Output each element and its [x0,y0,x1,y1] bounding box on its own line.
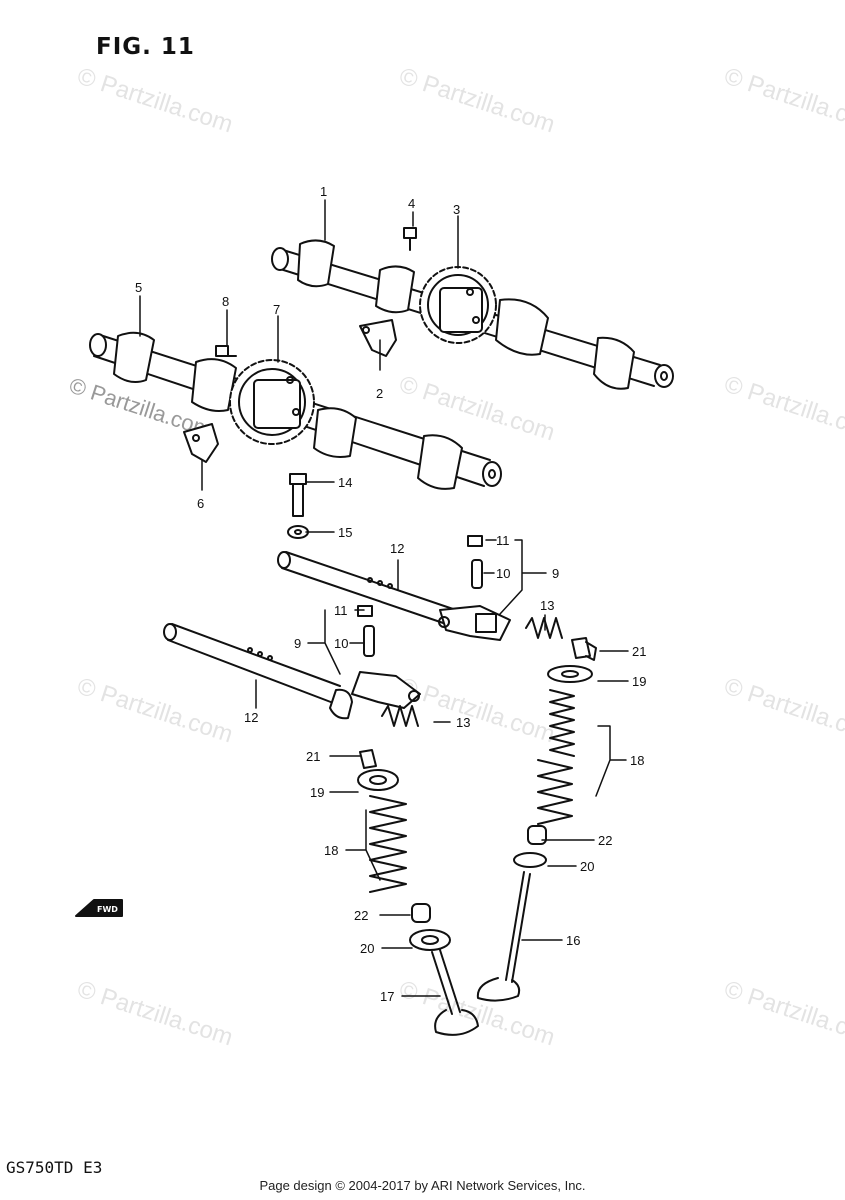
rocker-arm-lower[interactable] [351,671,421,709]
spring-seat-20-left[interactable] [409,929,451,951]
callout-15: 15 [338,525,352,540]
valve-cotter-21-lower[interactable] [359,749,377,769]
callout-9-lower: 9 [294,636,301,651]
cam-sprocket-upper[interactable] [419,266,497,344]
callout-16: 16 [566,933,580,948]
adjuster-screw-10-upper[interactable] [471,559,483,589]
bolt-8[interactable] [215,345,237,357]
callout-20-left: 20 [360,941,374,956]
exhaust-valve-16[interactable] [476,871,531,1002]
camshaft-upper[interactable] [271,239,674,390]
callout-21-left: 21 [306,749,320,764]
callout-7: 7 [273,302,280,317]
callout-13-upper: 13 [540,598,554,613]
callout-4: 4 [408,196,415,211]
callout-22-left: 22 [354,908,368,923]
callout-3: 3 [453,202,460,217]
camshaft-lower[interactable] [89,331,502,490]
valve-cotter-21-upper[interactable] [571,637,597,661]
callout-5: 5 [135,280,142,295]
washer-15[interactable] [287,525,309,539]
callout-9-upper: 9 [552,566,559,581]
rocker-spring-13-upper[interactable] [525,617,563,639]
rocker-shaft-12-lower[interactable] [163,623,353,720]
rocker-shaft-bolt-14[interactable] [289,473,307,517]
callout-13-lower: 13 [456,715,470,730]
valve-stem-seal-22-left[interactable] [411,903,431,923]
page-footer: Page design © 2004-2017 by ARI Network S… [259,1178,586,1193]
callout-21-right: 21 [632,644,646,659]
adjuster-screw-10-lower[interactable] [363,625,375,657]
figure-title: FIG. 11 [96,34,195,60]
valve-springs-18-left[interactable] [369,795,407,893]
cam-sprocket-lower[interactable] [229,359,315,445]
lock-nut-11-lower[interactable] [357,605,373,617]
spring-seat-20-right[interactable] [513,852,547,868]
callout-14: 14 [338,475,352,490]
callout-12-lower: 12 [244,710,258,725]
lock-nut-11-upper[interactable] [467,535,483,547]
spring-retainer-19-right[interactable] [547,665,593,683]
model-code: GS750TD E3 [6,1158,103,1177]
callout-10-lower: 10 [334,636,348,651]
callout-19-left: 19 [310,785,324,800]
rocker-arm-upper[interactable] [438,605,511,641]
callout-2: 2 [376,386,383,401]
callout-18-right: 18 [630,753,644,768]
forward-direction-arrow [75,899,123,917]
callout-6: 6 [197,496,204,511]
rocker-shaft-12-upper[interactable] [277,551,457,627]
callout-1: 1 [320,184,327,199]
spring-retainer-19-left[interactable] [357,769,399,791]
callout-11-lower: 11 [334,603,348,618]
callout-11-upper: 11 [496,533,510,548]
valve-springs-18-right[interactable] [537,689,575,825]
callout-17: 17 [380,989,394,1004]
callout-10-upper: 10 [496,566,510,581]
chain-guide-plate-6[interactable] [183,423,219,463]
callout-20-right: 20 [580,859,594,874]
valve-stem-seal-22-right[interactable] [527,825,547,845]
chain-guide-plate-2[interactable] [359,319,397,357]
callout-8: 8 [222,294,229,309]
callout-19-right: 19 [632,674,646,689]
callout-22-right: 22 [598,833,612,848]
callout-12-upper: 12 [390,541,404,556]
bolt-4[interactable] [403,227,417,251]
intake-valve-17[interactable] [431,949,479,1036]
rocker-spring-13-lower[interactable] [381,705,419,727]
callout-18-left: 18 [324,843,338,858]
fwd-label: FWD [97,905,118,914]
